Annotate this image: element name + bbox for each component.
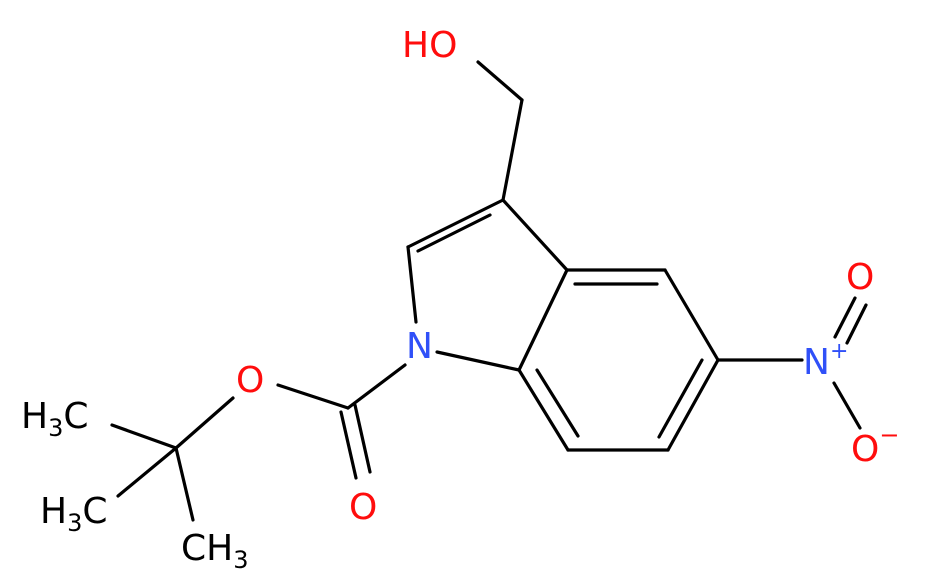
bond-c5-c6-inner [657, 358, 704, 439]
methyl-top-c: C [63, 396, 88, 437]
methyl-mid-h: H [40, 491, 67, 532]
bond-nnitro-o-double-b [845, 303, 868, 345]
methyl-middle-label: H3C [40, 491, 108, 537]
bond-c3-c2 [406, 198, 505, 249]
bonds [110, 60, 868, 522]
bond-c7-c7a-inner [535, 368, 580, 438]
bond-ccarbonyl-o-double-b [353, 403, 372, 474]
bond-c2-n1 [406, 245, 418, 324]
nitro-nitrogen-label: N+ [803, 339, 848, 383]
methyl-bottom-label: CH3 [181, 528, 249, 574]
methyl-bottom-sub: 3 [233, 546, 248, 574]
bond-c5-c6 [666, 358, 720, 452]
nitro-double-oxygen-label: O [846, 257, 874, 298]
bond-c3-c3a [501, 198, 569, 272]
methyl-mid-c: C [82, 491, 107, 532]
bond-n1-ccarbonyl [346, 363, 407, 410]
nitro-oxygen-symbol: O [851, 429, 879, 470]
methyl-mid-sub: 3 [67, 509, 82, 537]
bond-c3a-c7a [517, 268, 569, 372]
nitro-oxygen-charge: − [879, 421, 899, 449]
nitro-single-oxygen-label: O− [851, 421, 899, 470]
bond-ch2-c3 [501, 98, 524, 202]
bond-n1-c7a [435, 350, 521, 372]
bond-nnitro-o-single [832, 381, 862, 430]
bond-cq-ch3-mid [116, 446, 178, 498]
indole-nitrogen-label: N [406, 326, 433, 367]
methyl-top-sub: 3 [48, 414, 63, 442]
bond-o-ester-cq [174, 396, 235, 450]
hydroxyl-label: HO [402, 25, 457, 66]
bond-nnitro-o-double-a [833, 296, 857, 339]
ester-oxygen-label: O [236, 360, 264, 401]
bond-c3-c2-inner [416, 213, 492, 253]
bond-ccarbonyl-o-ester [276, 383, 350, 410]
methyl-top-label: H3C [21, 396, 89, 442]
methyl-bottom-ch: CH [181, 528, 233, 569]
bond-c7-c7a [517, 368, 570, 452]
nitro-nitrogen-charge: + [830, 339, 848, 364]
bond-c4-c5 [663, 268, 720, 362]
nitro-nitrogen-symbol: N [803, 342, 830, 383]
atom-labels: HO N O O N+ O O− H3C H3C CH3 [21, 25, 899, 574]
bond-o-ch2 [476, 60, 524, 102]
bond-cq-ch3-bottom [174, 446, 195, 522]
carbonyl-oxygen-label: O [349, 487, 377, 528]
methyl-top-h: H [21, 396, 48, 437]
bond-ccarbonyl-o-double-a [339, 410, 358, 480]
bond-cq-ch3-top [110, 423, 178, 450]
